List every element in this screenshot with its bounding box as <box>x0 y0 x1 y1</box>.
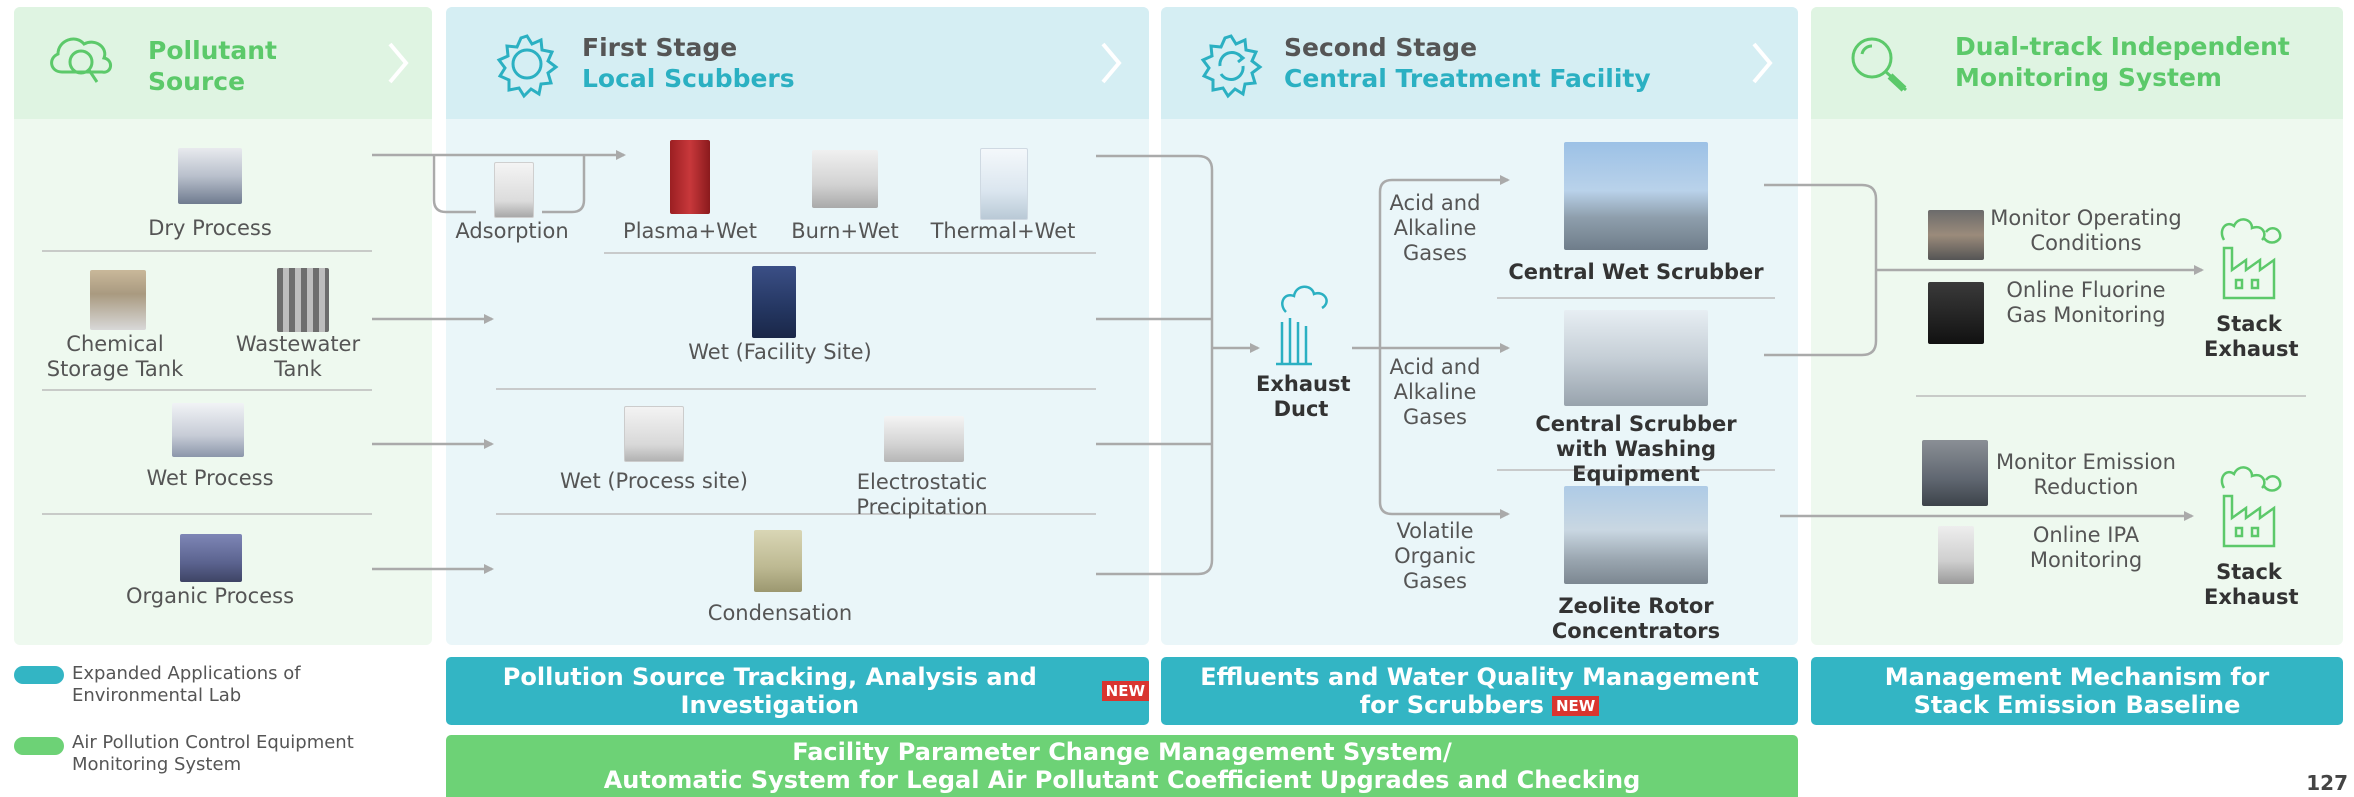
effluents-bar: Effluents and Water Quality Management f… <box>1161 657 1798 725</box>
chemical-tank-label: Chemical Storage Tank <box>46 332 184 381</box>
ipa-label: Online IPA Monitoring <box>2029 523 2143 572</box>
gas-label-3: Volatile Organic Gases <box>1394 519 1476 593</box>
central-wet-label: Central Wet Scrubber <box>1508 260 1764 284</box>
emission-monitor-photo <box>1922 440 1988 506</box>
tracking-text: Pollution Source Tracking, Analysis and … <box>502 663 1037 719</box>
fluorine-monitor-photo <box>1928 282 1984 344</box>
plasma-wet-label: Plasma+Wet <box>623 219 757 243</box>
exhaust-duct-icon <box>1276 285 1328 366</box>
cloud-search-icon <box>50 37 112 83</box>
chevron-right-icon <box>388 42 1773 84</box>
central-wet-photo <box>1564 142 1708 250</box>
wastewater-tank-photo <box>277 268 329 332</box>
zeolite-label: Zeolite Rotor Concentrators <box>1551 594 1721 643</box>
gas-label-2: Acid and Alkaline Gases <box>1389 355 1481 429</box>
facility-bar: Facility Parameter Change Management Sys… <box>446 735 1798 797</box>
wet-process-site-photo <box>624 406 684 462</box>
organic-process-label: Organic Process <box>125 584 295 608</box>
fluorine-label: Online Fluorine Gas Monitoring <box>2006 278 2166 327</box>
burn-wet-label: Burn+Wet <box>791 219 899 243</box>
wet-facility-photo <box>752 266 796 338</box>
wet-process-photo <box>172 403 244 457</box>
electrostatic-photo <box>884 416 964 462</box>
emission-label: Monitor Emission Reduction <box>1996 450 2176 499</box>
thermal-wet-photo <box>980 148 1028 220</box>
legend-teal-label: Expanded Applications of Environmental L… <box>72 663 301 706</box>
chemical-tank-photo <box>90 270 146 330</box>
adsorption-photo <box>494 162 534 218</box>
gear-icon <box>496 34 559 99</box>
ipa-monitor-photo <box>1938 526 1974 584</box>
mechanism-text: Management Mechanism for Stack Emission … <box>1884 663 2270 719</box>
wet-process-label: Wet Process <box>146 466 274 490</box>
facility-text-line1: Facility Parameter Change Management Sys… <box>792 738 1452 766</box>
stack-exhaust-label-2: Stack Exhaust <box>2204 560 2299 609</box>
electrostatic-label: Electrostatic Precipitation <box>856 470 988 519</box>
condensation-photo <box>754 530 802 592</box>
mechanism-bar: Management Mechanism for Stack Emission … <box>1811 657 2343 725</box>
monitoring-header <box>1811 7 2343 119</box>
exhaust-duct-label: Exhaust Duct <box>1256 372 1351 421</box>
central-washing-label: Central Scrubber with Washing Equipment <box>1535 412 1737 486</box>
new-badge: NEW <box>1551 696 1600 716</box>
factory-stack-icon <box>2220 466 2282 548</box>
page-number: 127 <box>2306 771 2348 795</box>
legend-teal-swatch <box>14 666 64 684</box>
burn-wet-photo <box>812 150 878 208</box>
adsorption-label: Adsorption <box>455 219 569 243</box>
new-badge: NEW <box>1101 681 1149 701</box>
operating-monitor-photo <box>1928 210 1984 260</box>
legend-green-label: Air Pollution Control Equipment Monitori… <box>72 732 354 775</box>
tracking-bar: Pollution Source Tracking, Analysis and … <box>446 657 1149 725</box>
gas-label-1: Acid and Alkaline Gases <box>1389 191 1481 265</box>
wet-process-site-label: Wet (Process site) <box>559 469 748 493</box>
stack-exhaust-label-1: Stack Exhaust <box>2204 312 2299 361</box>
source-header <box>14 7 432 119</box>
thermal-wet-label: Thermal+Wet <box>930 219 1076 243</box>
organic-process-photo <box>180 534 242 582</box>
dry-process-photo <box>178 148 242 204</box>
wastewater-tank-label: Wastewater Tank <box>235 332 361 381</box>
gear-cycle-icon <box>1200 34 1263 99</box>
plasma-wet-photo <box>670 140 710 214</box>
magnifier-icon <box>1851 37 1908 92</box>
wet-facility-label: Wet (Facility Site) <box>688 340 872 364</box>
dry-process-label: Dry Process <box>148 216 272 240</box>
facility-text-line2: Automatic System for Legal Air Pollutant… <box>603 766 1641 794</box>
zeolite-photo <box>1564 486 1708 584</box>
operating-label: Monitor Operating Conditions <box>1990 206 2182 255</box>
first-stage-header <box>446 7 1149 119</box>
central-washing-photo <box>1564 310 1708 406</box>
second-stage-header <box>1161 7 1798 119</box>
legend-green-swatch <box>14 737 64 755</box>
effluents-text: Effluents and Water Quality Management f… <box>1200 663 1759 719</box>
condensation-label: Condensation <box>707 601 853 625</box>
factory-stack-icon <box>2220 218 2282 300</box>
